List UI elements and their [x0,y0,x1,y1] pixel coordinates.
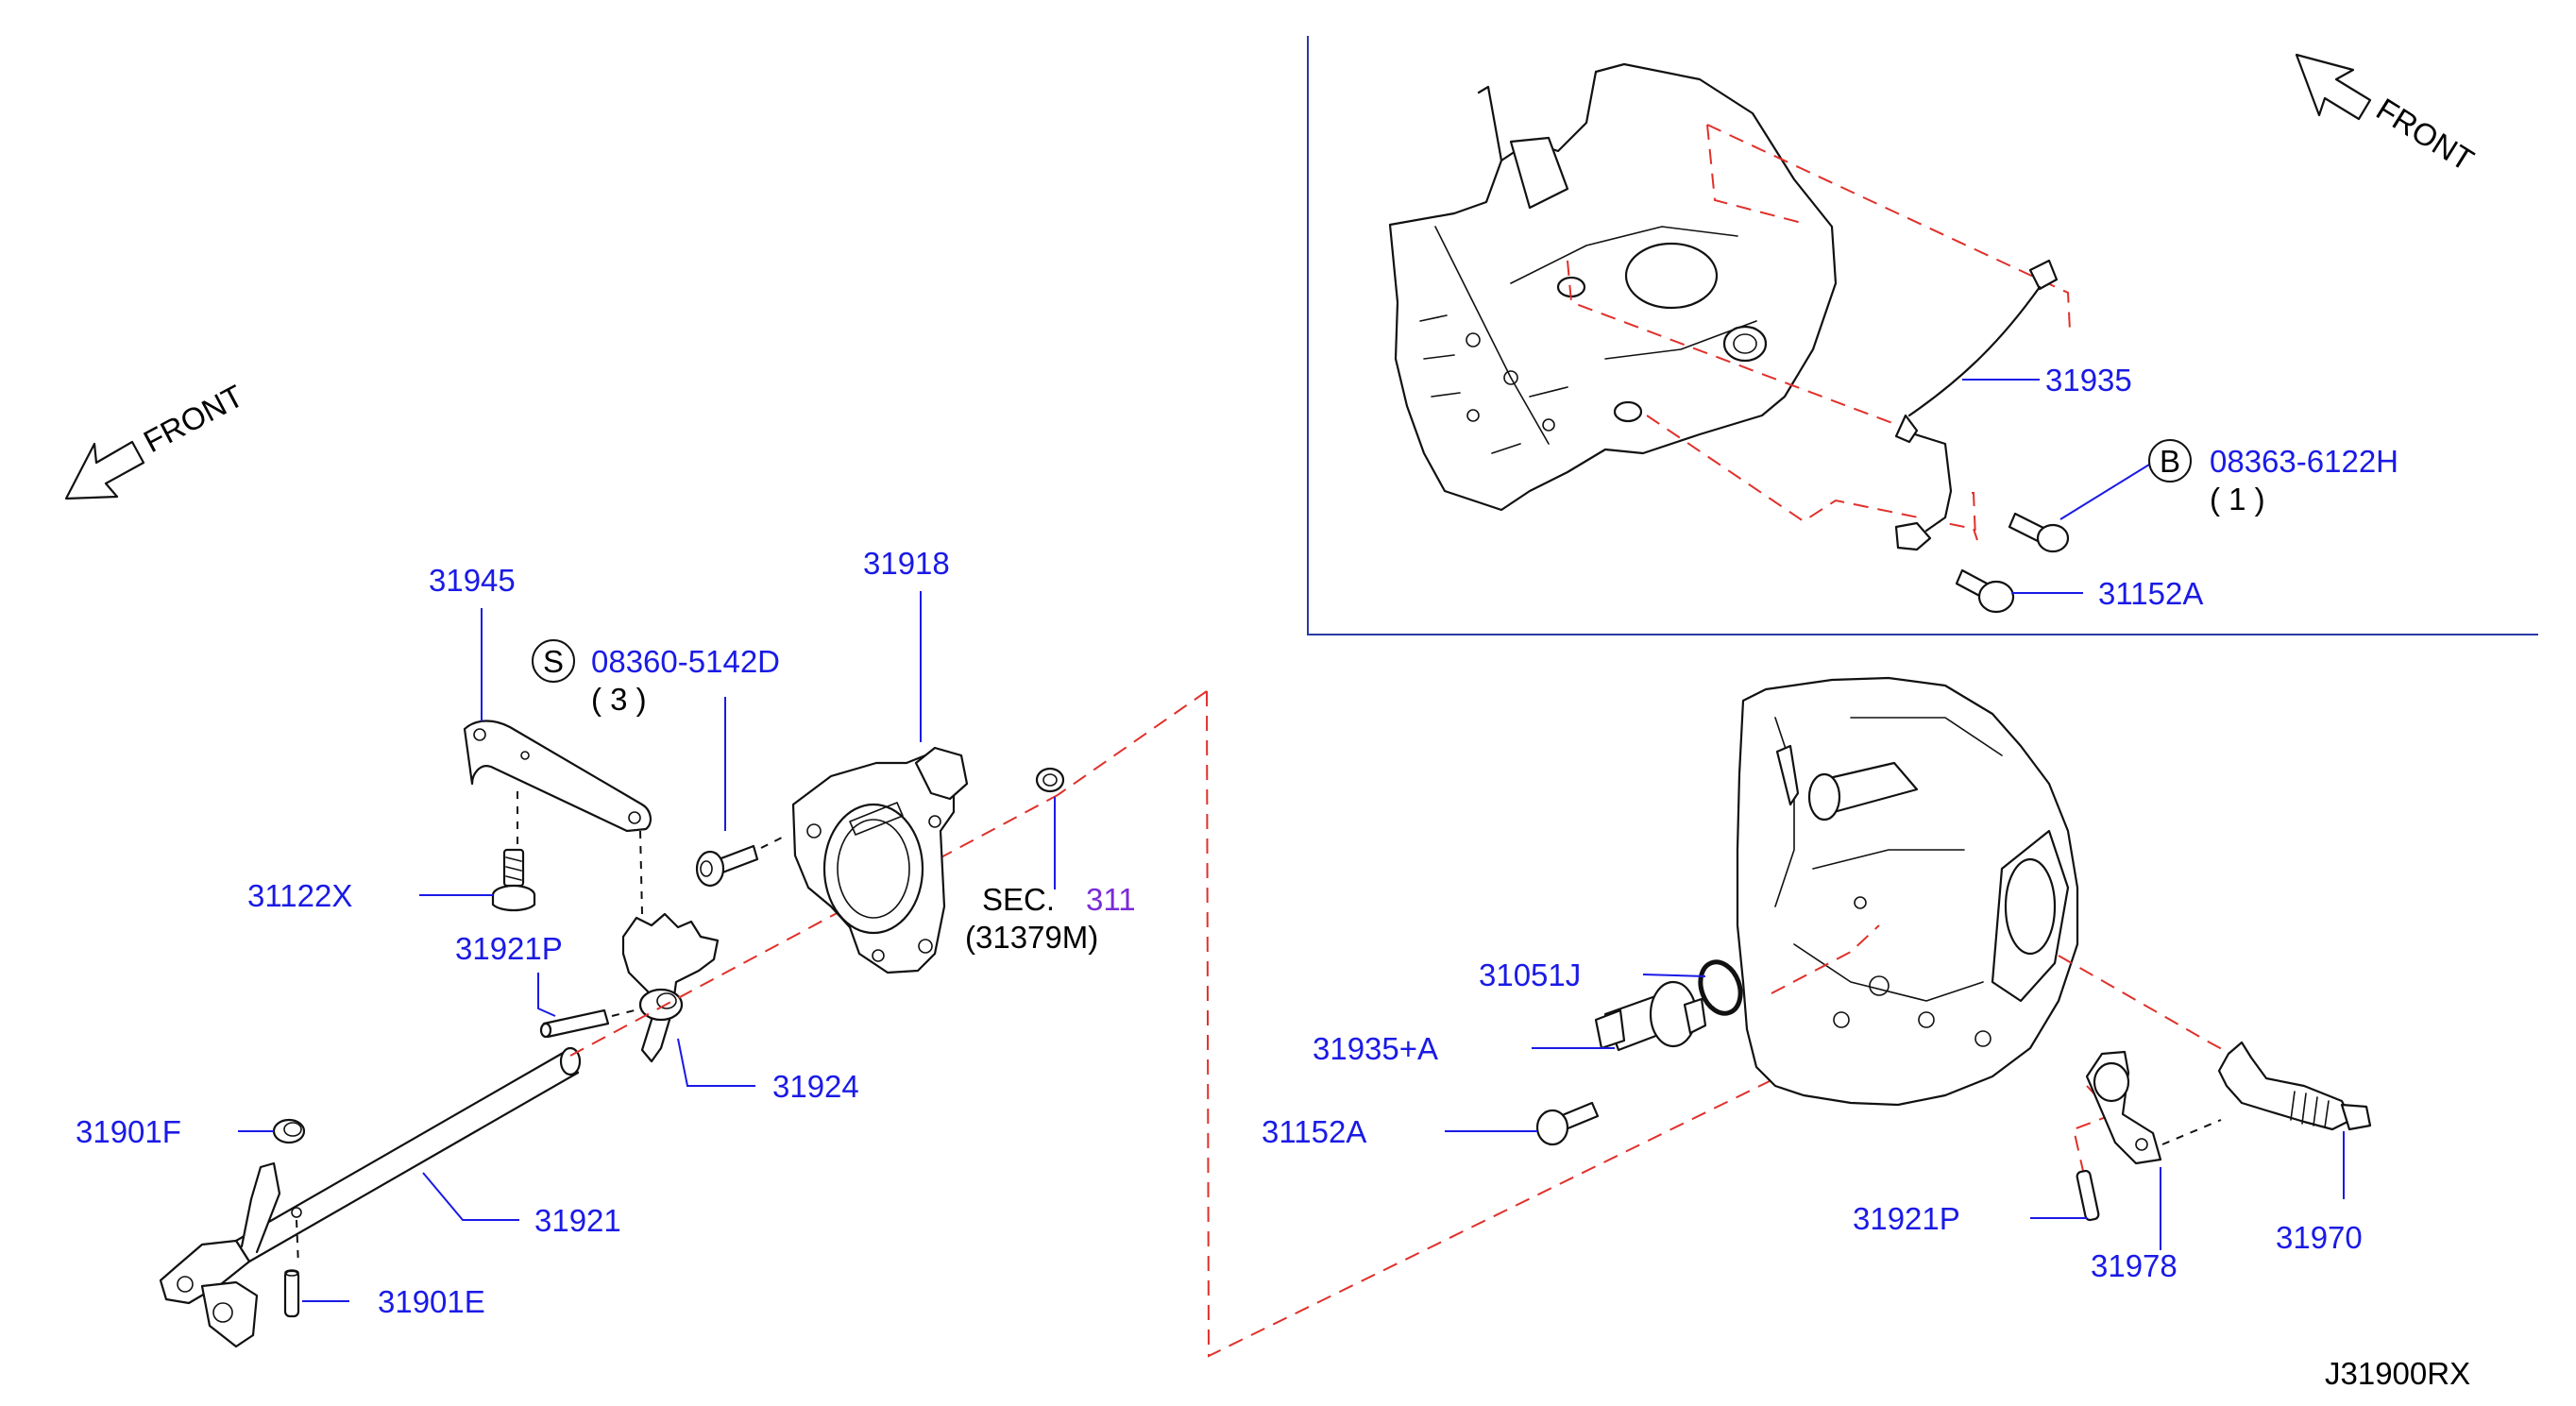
pin-31921p-left-drawing [539,1008,610,1039]
pin-31901e-drawing [283,1269,300,1318]
label-31051j: 31051J [1479,957,1581,992]
callout-s: S [532,639,575,683]
pin-31921p-right-drawing [2076,1169,2100,1222]
oring-31051j-drawing [1698,959,1743,1016]
label-31918: 31918 [863,546,950,581]
sec-number: 311 [1086,882,1136,917]
sensor-31970-drawing [2217,1041,2372,1131]
front-label-left: FRONT [138,378,249,459]
diagram-code: J31900RX [2325,1356,2470,1391]
callout-s-part: 08360-5142D [591,644,780,679]
transaxle-lower-drawing [1736,676,2079,1107]
bolt-31152a-top-drawing [1955,568,2015,614]
bolt-08363-6122h-drawing [2008,512,2070,553]
washer-drawing [1035,767,1065,793]
label-31921: 31921 [534,1203,621,1238]
plug-31901f-drawing [272,1118,306,1144]
bolt-31152a-bottom-drawing [1535,1101,1600,1146]
sensor-31935-drawing [1894,259,2059,551]
label-31921p-left: 31921P [455,931,563,966]
callout-b-part: 08363-6122H [2210,444,2398,479]
shaft-31921-drawing [159,1046,582,1348]
bolt-08360-5142d-drawing [695,844,759,888]
callout-b-qty: ( 1 ) [2210,482,2265,517]
label-31935a: 31935+A [1313,1031,1438,1066]
label-31978: 31978 [2091,1248,2178,1283]
label-31924: 31924 [772,1069,859,1104]
callout-b-symbol: B [2160,444,2180,479]
label-31945: 31945 [429,563,516,598]
front-label-right: FRONT [2370,92,2480,178]
callout-s-symbol: S [543,644,564,679]
bracket-31978-drawing [2085,1050,2162,1165]
label-31935: 31935 [2045,363,2132,398]
callout-s-qty: ( 3 ) [591,682,647,717]
lever-31924-drawing [621,912,720,1063]
label-31921p-right: 31921P [1853,1201,1960,1236]
label-31901f: 31901F [76,1114,181,1149]
bolt-31122x-drawing [491,848,536,912]
label-31152a-bottom: 31152A [1262,1114,1366,1149]
inset-frame [1307,36,2538,635]
sec-sub: (31379M) [965,920,1098,955]
sec-prefix: SEC. [982,882,1055,917]
bracket-31945-drawing [463,720,652,833]
callout-b: B [2148,439,2192,483]
front-arrow-left-icon [64,440,145,500]
label-31901e: 31901E [378,1284,485,1319]
label-31970: 31970 [2276,1220,2363,1255]
label-31122x: 31122X [247,878,352,913]
front-arrow-right-icon [2295,53,2372,121]
switch-31918-drawing [791,746,969,974]
transaxle-upper-drawing [1388,62,1838,512]
label-31152a-top: 31152A [2098,576,2203,611]
sensor-31935a-drawing [1594,980,1707,1052]
